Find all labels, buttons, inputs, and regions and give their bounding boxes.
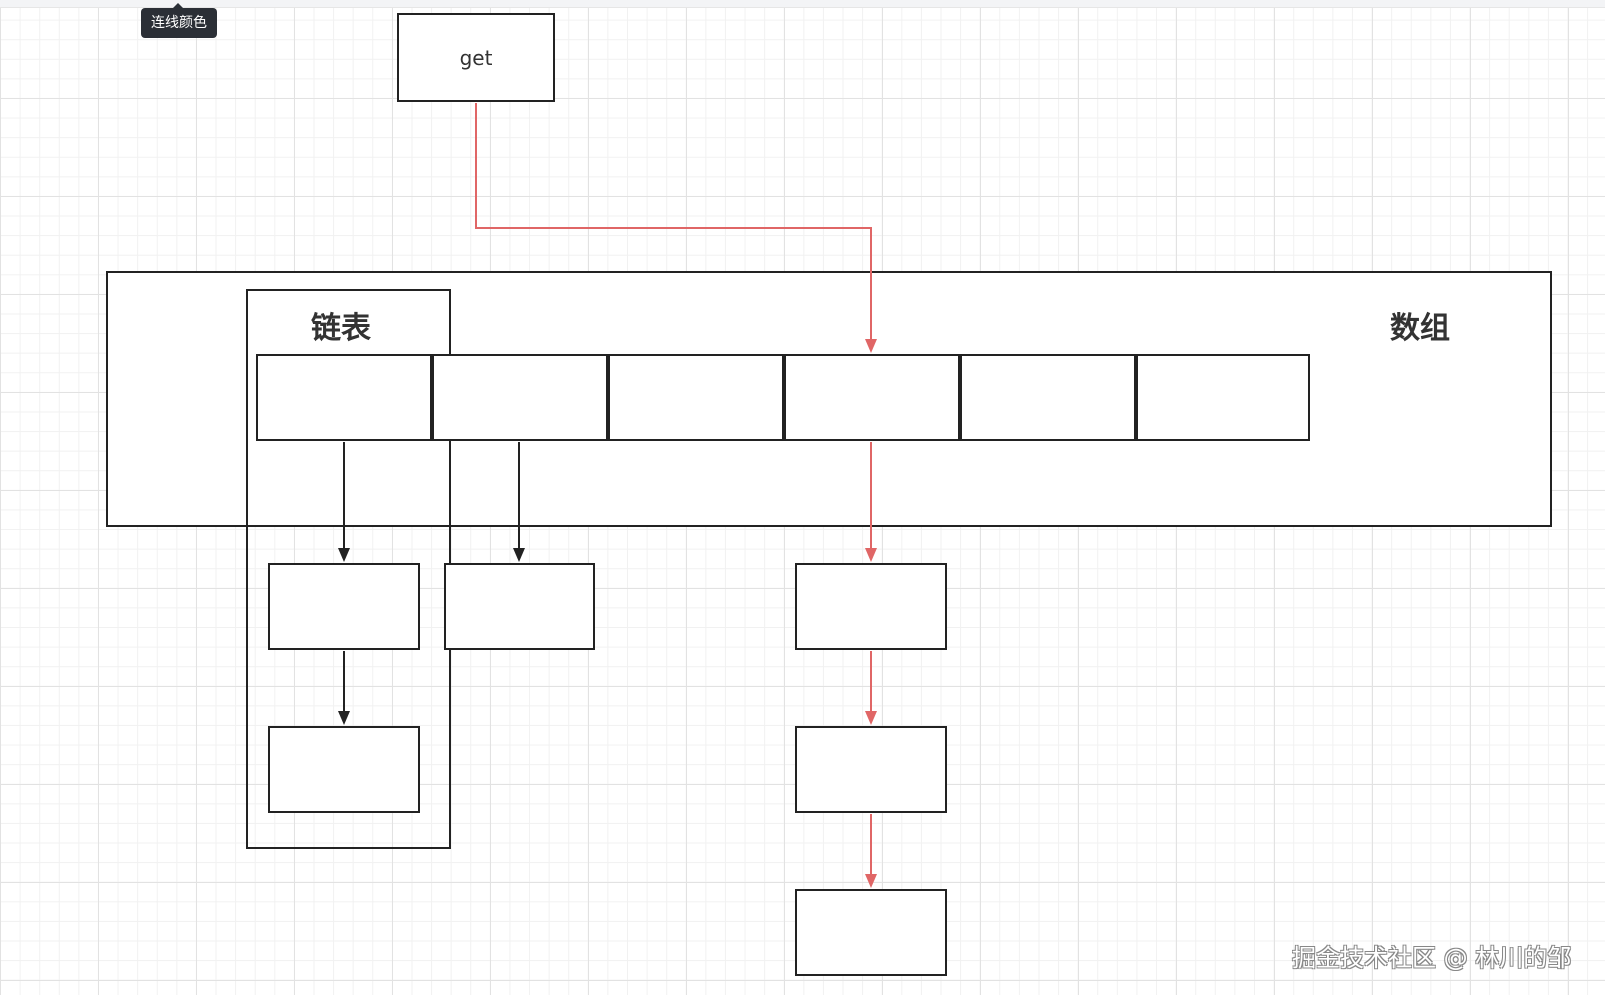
array-slot[interactable] xyxy=(1136,354,1310,441)
arrowhead xyxy=(865,339,877,353)
get-node[interactable]: get xyxy=(397,13,555,102)
array-label: 数组 xyxy=(1390,311,1450,346)
arrowhead xyxy=(513,548,525,562)
list-node[interactable] xyxy=(795,889,947,976)
red-arrowheads xyxy=(865,339,877,888)
list-node[interactable] xyxy=(444,563,595,650)
arrowhead xyxy=(338,548,350,562)
linked-list-label: 链表 xyxy=(311,311,371,346)
arrowhead xyxy=(865,548,877,562)
arrowhead xyxy=(338,711,350,725)
array-slot[interactable] xyxy=(608,354,784,441)
array-slot[interactable] xyxy=(432,354,608,441)
list-node[interactable] xyxy=(795,726,947,813)
black-connectors xyxy=(343,442,520,711)
array-slot[interactable] xyxy=(784,354,960,441)
get-node-label: get xyxy=(459,45,493,70)
array-slot[interactable] xyxy=(256,354,432,441)
arrowhead xyxy=(865,711,877,725)
watermark: 掘金技术社区 @ 林川的邹 xyxy=(1292,944,1572,972)
line-color-tooltip: 连线颜色 xyxy=(141,3,217,38)
connector-get-to-slot4 xyxy=(475,103,872,339)
list-node[interactable] xyxy=(268,726,420,813)
list-node[interactable] xyxy=(268,563,420,650)
top-toolbar-strip xyxy=(0,0,1605,8)
list-node[interactable] xyxy=(795,563,947,650)
arrowhead xyxy=(865,874,877,888)
black-arrowheads xyxy=(338,548,525,725)
red-connectors xyxy=(475,103,872,874)
array-slot[interactable] xyxy=(960,354,1136,441)
